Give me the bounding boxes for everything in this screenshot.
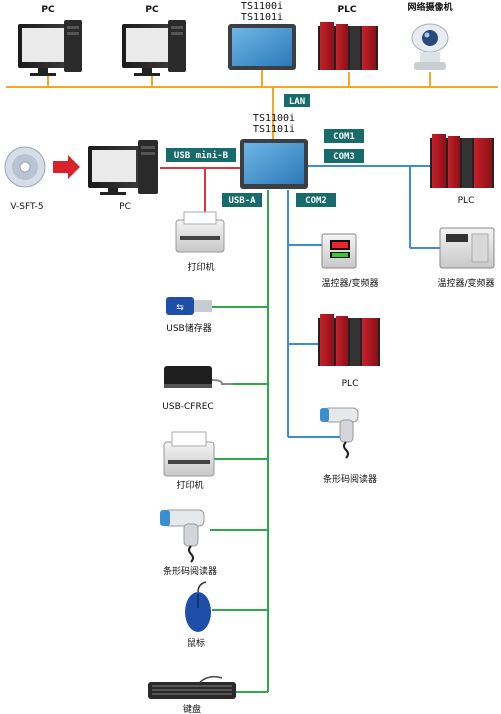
plc-label: PLC [342, 379, 359, 389]
com1-tag-label: COM1 [333, 132, 355, 142]
printer-icon [175, 211, 225, 253]
barcode-reader-label: 条形码阅读器 [323, 473, 377, 485]
usb-a-line [210, 190, 269, 693]
usb-cfrec-icon [164, 366, 232, 388]
barcode-reader-icon [320, 407, 359, 459]
cd-icon [4, 146, 46, 188]
svg-text:⇆: ⇆ [176, 303, 184, 313]
printer-label: 打印机 [176, 479, 203, 491]
usb-mini-b-line [160, 167, 242, 212]
temperature-controller-icon [321, 233, 357, 269]
arrow-right-icon [53, 155, 80, 179]
mouse-icon [185, 581, 211, 632]
com3-tag [324, 149, 364, 163]
usb-a-tag [222, 193, 262, 207]
barcode-reader-label: 条形码阅读器 [163, 565, 217, 577]
usb-mini-b-tag [166, 148, 236, 162]
pc-label: PC [41, 5, 55, 15]
pc-icon [122, 20, 186, 76]
hmi-icon [240, 139, 308, 189]
plc-icon [430, 134, 494, 188]
lan-bus [6, 70, 498, 140]
lan-tag [284, 94, 310, 107]
com1-tag [324, 129, 364, 143]
usb-a-tag-label: USB-A [228, 196, 256, 206]
hmi-model-line2: TS1101i [241, 12, 283, 23]
inverter-icon [439, 227, 495, 269]
barcode-reader-icon [160, 509, 205, 563]
com2-tag-label: COM2 [305, 196, 327, 206]
usb-mini-b-tag-label: USB mini-B [174, 150, 229, 161]
mouse-label: 鼠标 [187, 637, 205, 649]
plc-label: PLC [458, 196, 475, 206]
keyboard-label: 键盘 [183, 703, 201, 714]
printer-icon [163, 431, 215, 477]
printer-label: 打印机 [187, 261, 214, 273]
pc-icon [18, 20, 82, 76]
plc-icon [318, 314, 380, 366]
temp-inverter-label: 温控器/变频器 [321, 277, 378, 289]
hmi-model-line1: TS1100i [241, 1, 283, 12]
usb-drive-icon: ⇆ [166, 297, 212, 315]
plc-label: PLC [338, 5, 357, 15]
hmi-model-line2: TS1101i [253, 124, 295, 135]
plc-icon [318, 22, 378, 70]
com2-tag [296, 193, 336, 207]
hmi-model-line1: TS1100i [253, 113, 295, 124]
software-label: V-SFT-5 [10, 202, 43, 212]
network-camera-icon [411, 23, 449, 70]
pc-icon [88, 140, 158, 195]
hmi-icon [228, 24, 296, 70]
keyboard-icon [148, 675, 236, 699]
lan-tag-label: LAN [289, 97, 305, 107]
pc-label: PC [145, 5, 159, 15]
pc-label: PC [119, 202, 131, 212]
temp-inverter-label: 温控器/变频器 [437, 277, 494, 289]
com3-tag-label: COM3 [333, 152, 355, 162]
camera-label: 网络摄像机 [407, 1, 452, 13]
usb-storage-label: USB储存器 [166, 322, 211, 334]
usb-cfrec-label: USB-CFREC [162, 402, 213, 412]
